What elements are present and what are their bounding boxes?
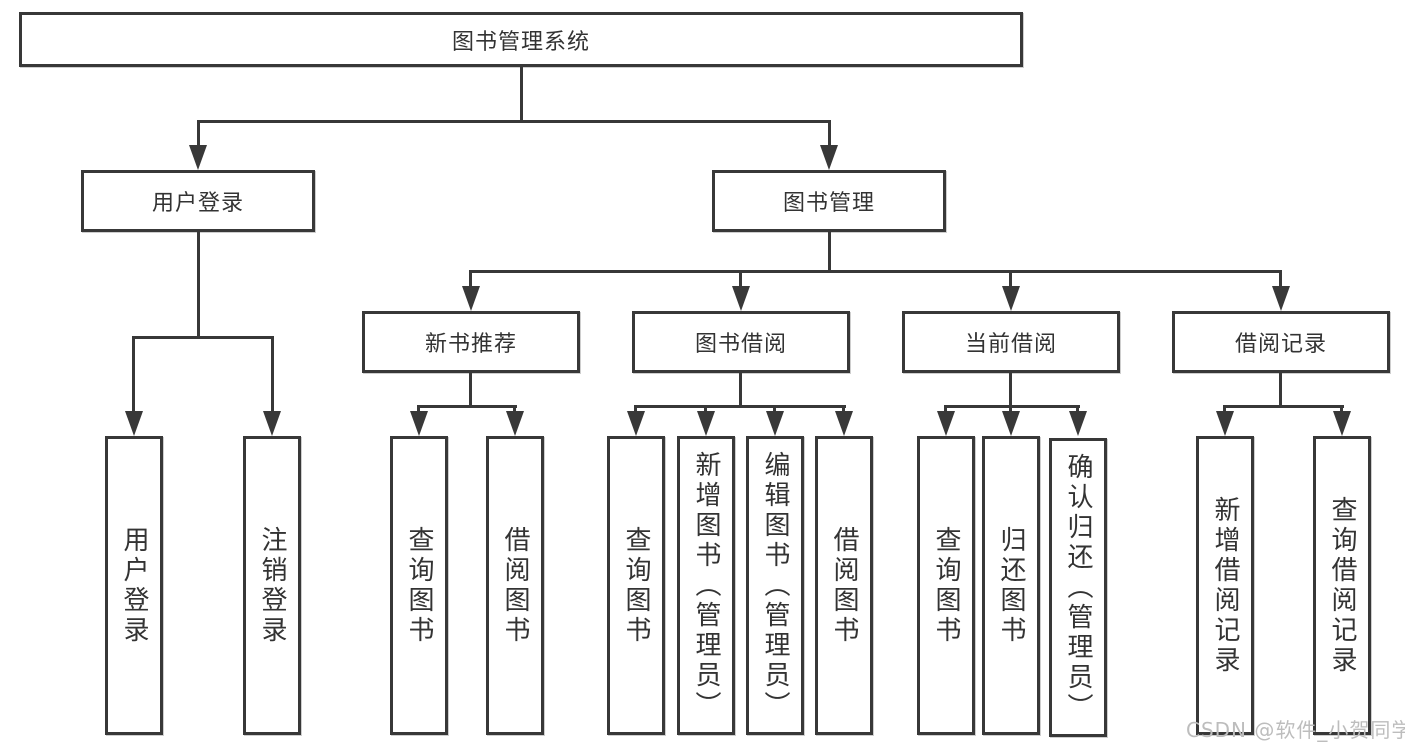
connector (417, 405, 517, 408)
arrowhead (766, 411, 784, 436)
node-label: 图书管理 (782, 191, 875, 216)
leaf-current-return-books: 归还图书 (982, 436, 1040, 735)
csdn-watermark: CSDN @软件_小贺同学 (1186, 718, 1405, 742)
connector (828, 232, 831, 273)
arrowhead (1333, 411, 1351, 436)
node-label: 用户登录 (119, 525, 149, 646)
connector (520, 67, 523, 123)
arrowhead (820, 145, 838, 170)
arrowhead (506, 411, 524, 436)
connector (1279, 373, 1282, 408)
connector (1223, 405, 1344, 408)
connector (469, 270, 1282, 273)
leaf-borrowing-borrow-books: 借阅图书 (815, 436, 873, 735)
node-book-management-branch: 图书管理 (712, 170, 946, 232)
node-book-borrowing: 图书借阅 (632, 311, 850, 373)
connector (944, 405, 1080, 408)
arrowhead (1002, 411, 1020, 436)
arrowhead (835, 411, 853, 436)
leaf-records-add-record: 新增借阅记录 (1196, 436, 1254, 735)
arrowhead (1216, 411, 1234, 436)
node-label: 查询图书 (621, 525, 651, 646)
node-label: 查询借阅记录 (1327, 495, 1357, 676)
arrowhead (732, 286, 750, 311)
connector (271, 336, 274, 416)
node-label: 查询图书 (404, 525, 434, 646)
arrowhead (1069, 411, 1087, 436)
connector (1009, 270, 1012, 290)
connector (197, 120, 831, 123)
arrowhead (1272, 286, 1290, 311)
node-label: 确认归还（管理员） (1063, 452, 1093, 723)
node-user-login-branch: 用户登录 (81, 170, 315, 232)
leaf-current-query-books: 查询图书 (917, 436, 975, 735)
node-new-book-recommend: 新书推荐 (362, 311, 580, 373)
arrowhead (410, 411, 428, 436)
connector (197, 232, 200, 339)
leaf-recommend-borrow-books: 借阅图书 (486, 436, 544, 735)
connector (469, 373, 472, 408)
leaf-borrowing-add-books-admin: 新增图书（管理员） (677, 436, 735, 735)
node-label: 新增借阅记录 (1210, 495, 1240, 676)
leaf-records-query-record: 查询借阅记录 (1313, 436, 1371, 735)
arrowhead (263, 411, 281, 436)
node-label: 图书管理系统 (451, 29, 590, 55)
leaf-borrowing-edit-books-admin: 编辑图书（管理员） (746, 436, 804, 735)
node-label: 归还图书 (996, 525, 1026, 646)
leaf-borrowing-query-books: 查询图书 (607, 436, 665, 735)
node-label: 注销登录 (257, 525, 287, 646)
leaf-logout: 注销登录 (243, 436, 301, 735)
arrowhead (697, 411, 715, 436)
arrowhead (627, 411, 645, 436)
node-label: 编辑图书（管理员） (760, 450, 790, 721)
node-label: 借阅图书 (829, 525, 859, 646)
connector (739, 373, 742, 408)
node-label: 查询图书 (931, 525, 961, 646)
arrowhead (937, 411, 955, 436)
arrowhead (1002, 286, 1020, 311)
leaf-user-login: 用户登录 (105, 436, 163, 735)
node-label: 新增图书（管理员） (691, 450, 721, 721)
node-label: 借阅图书 (500, 525, 530, 646)
leaf-recommend-query-books: 查询图书 (390, 436, 448, 735)
node-label: 当前借阅 (964, 332, 1057, 357)
connector (828, 120, 831, 150)
connector (1009, 373, 1012, 408)
leaf-current-confirm-return-admin: 确认归还（管理员） (1049, 438, 1107, 737)
node-current-borrowing: 当前借阅 (902, 311, 1120, 373)
node-label: 借阅记录 (1234, 332, 1327, 357)
arrowhead (462, 286, 480, 311)
connector (1279, 270, 1282, 290)
connector (634, 405, 846, 408)
connector (469, 270, 472, 290)
arrowhead (189, 145, 207, 170)
node-label: 图书借阅 (694, 332, 787, 357)
node-borrowing-records: 借阅记录 (1172, 311, 1390, 373)
node-label: 用户登录 (151, 191, 244, 216)
connector (132, 336, 135, 416)
connector (197, 120, 200, 150)
node-label: 新书推荐 (424, 332, 517, 357)
arrowhead (125, 411, 143, 436)
connector (739, 270, 742, 290)
connector (132, 336, 274, 339)
node-root-system: 图书管理系统 (19, 12, 1023, 67)
